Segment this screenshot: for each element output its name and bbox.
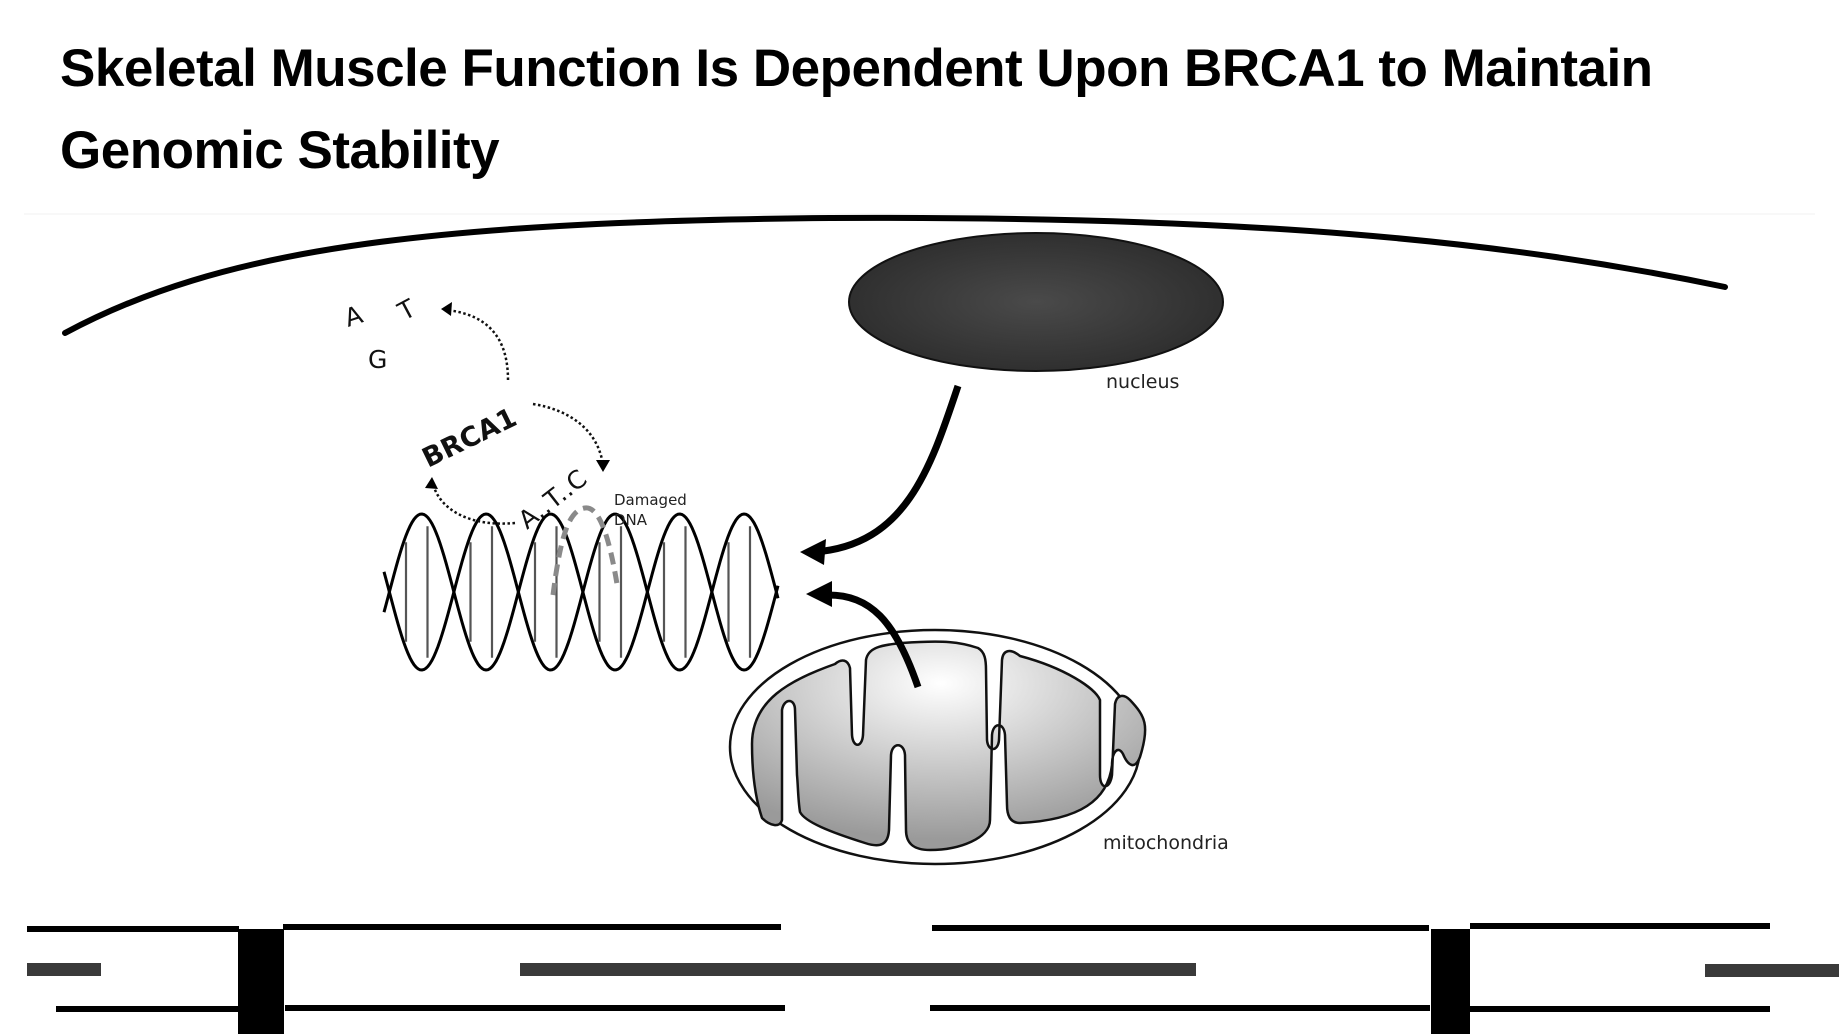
brca1-to-damaged-dna-arrow xyxy=(532,402,605,466)
thin-filament xyxy=(932,925,1429,931)
dna-base-pairs xyxy=(404,526,752,658)
brca1-label: BRCA1 xyxy=(417,402,521,474)
free-base-a: A xyxy=(341,300,366,333)
thick-filament xyxy=(520,963,1196,976)
thin-filament xyxy=(1470,1006,1770,1012)
z-disc xyxy=(1431,929,1470,1034)
nucleus: nucleus xyxy=(848,232,1224,393)
thick-filament xyxy=(1705,964,1839,977)
thick-filament xyxy=(27,963,101,976)
mito-inner-membrane-cristae xyxy=(750,640,1147,852)
page-title: Skeletal Muscle Function Is Dependent Up… xyxy=(60,28,1820,192)
cell-membrane xyxy=(62,214,1728,336)
damaged-dna-to-brca1-arrow xyxy=(431,483,516,525)
dna-helix xyxy=(382,505,780,672)
nucleus-to-dna-arrow xyxy=(814,384,962,556)
thin-filament xyxy=(56,1006,240,1012)
dotted-arrowhead-icon xyxy=(596,460,610,472)
title-line-1: Skeletal Muscle Function Is Dependent Up… xyxy=(60,39,1653,98)
damaged-dna-label-line-1: Damaged xyxy=(614,491,687,509)
nucleus-label: nucleus xyxy=(1106,371,1179,393)
damaged-dna-label-line-2: DNA xyxy=(614,511,648,529)
thin-filament xyxy=(930,1005,1430,1011)
mitochondria-to-dna-arrow xyxy=(827,591,922,689)
damaged-dna-loop xyxy=(550,505,621,596)
nucleus-arrowhead-icon xyxy=(800,539,826,565)
thin-filament xyxy=(27,926,239,932)
free-base-g: G xyxy=(368,345,387,374)
thin-filament xyxy=(283,924,781,930)
dotted-arrowhead-icon xyxy=(425,477,438,489)
mitochondria-label: mitochondria xyxy=(1103,832,1229,854)
sarcomere xyxy=(27,923,1839,1034)
brca1-to-free-bases-arrow xyxy=(446,308,510,381)
thin-filament xyxy=(1470,923,1770,929)
free-base-t: T xyxy=(392,293,421,327)
mitochondria-arrowhead-icon xyxy=(806,581,832,607)
nucleus-body xyxy=(848,232,1224,372)
damaged-bases-label: A..T..C xyxy=(513,464,592,535)
dna-strand-1 xyxy=(382,512,780,672)
thin-filament xyxy=(285,1005,785,1011)
dotted-arrowhead-icon xyxy=(441,302,452,316)
z-disc xyxy=(238,929,284,1034)
dna-strand-2 xyxy=(382,512,780,672)
title-line-2: Genomic Stability xyxy=(60,121,500,180)
mitochondria: mitochondria xyxy=(728,628,1229,866)
